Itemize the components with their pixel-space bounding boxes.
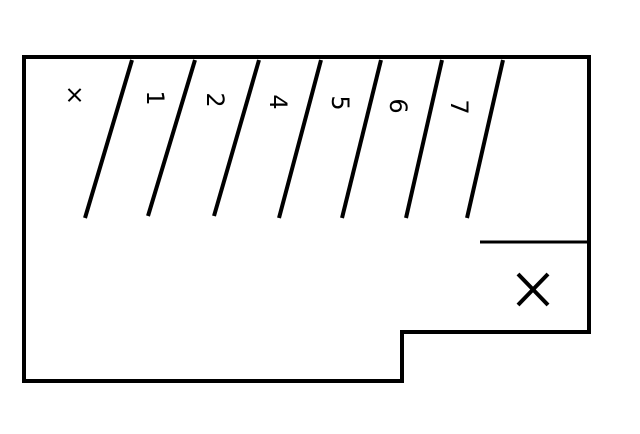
stall-label-4: 4 <box>264 94 292 109</box>
stall-line <box>146 59 197 217</box>
stall-line <box>277 59 323 219</box>
stall-label-2: 2 <box>201 92 229 107</box>
stall-label-6: 6 <box>384 98 412 113</box>
corner-x-mark: × <box>516 272 550 307</box>
stall-label-7: 7 <box>445 99 473 114</box>
stall-line <box>212 59 261 217</box>
stall-label-1: 1 <box>141 90 169 105</box>
stall-line <box>404 59 444 219</box>
stall-label-0: × <box>61 85 89 105</box>
stall-label-5: 5 <box>326 95 354 110</box>
stall-line <box>83 59 134 219</box>
stall-line <box>465 59 505 219</box>
stall-line <box>340 59 383 219</box>
lot-outline <box>22 55 591 383</box>
stall-labels: × 1 2 4 5 6 7 <box>61 85 473 115</box>
corner-x-stroke <box>516 272 550 307</box>
